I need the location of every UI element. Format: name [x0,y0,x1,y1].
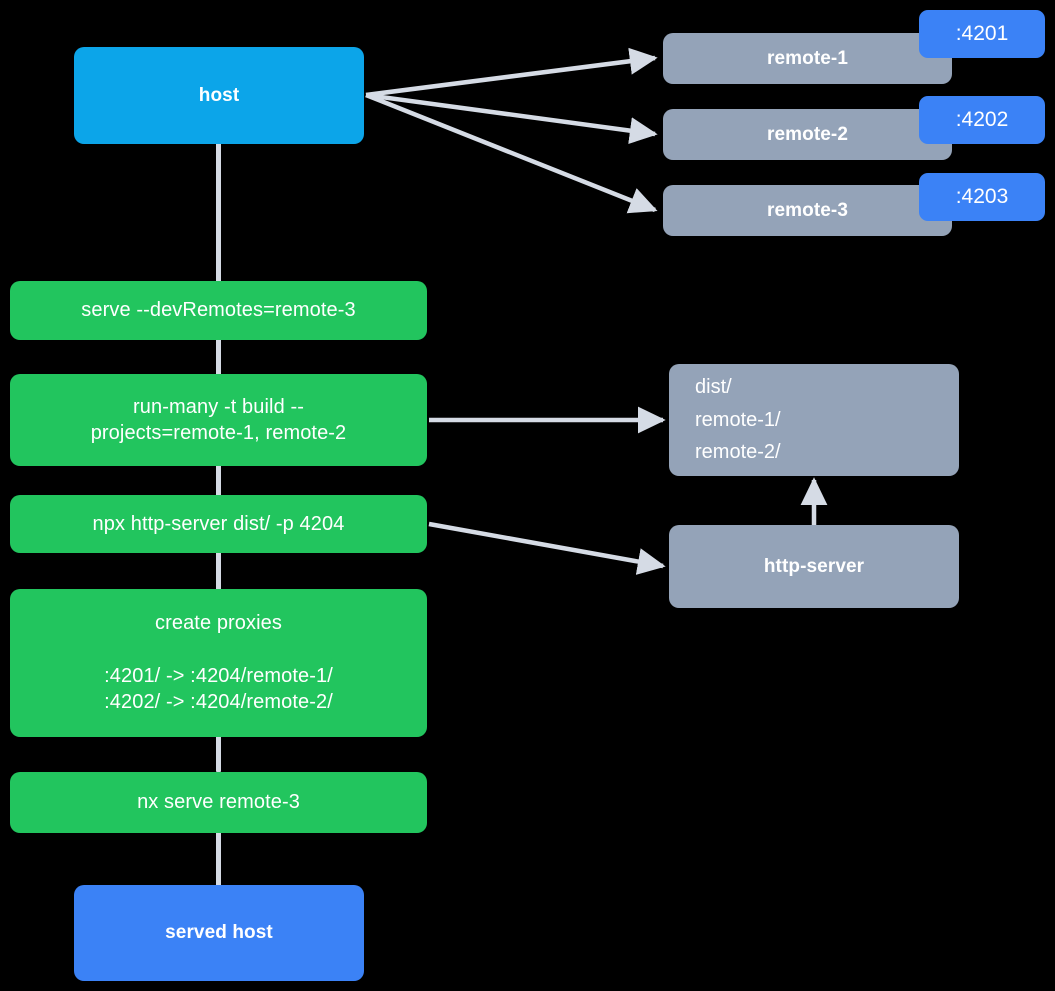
node-host-label: host [198,84,240,106]
node-remote-3-label: remote-3 [766,199,849,221]
node-command-run-many-build[interactable]: run-many -t build -- projects=remote-1, … [10,374,427,466]
node-dist-folder-label: dist/ remote-1/ remote-2/ [695,376,781,464]
connector-serve-to-runmany [216,339,221,375]
connector-host-to-serve [216,143,221,283]
node-command-nx-serve-remote3-label: nx serve remote-3 [137,791,300,814]
connector-npx-to-proxies [216,552,221,590]
node-command-npx-http-server[interactable]: npx http-server dist/ -p 4204 [10,495,427,553]
node-command-create-proxies[interactable]: create proxies :4201/ -> :4204/remote-1/… [10,589,427,737]
port-badge-remote-3[interactable]: :4203 [919,173,1045,221]
node-command-serve-devremotes[interactable]: serve --devRemotes=remote-3 [10,281,427,340]
node-command-run-many-build-label: run-many -t build -- projects=remote-1, … [90,395,347,444]
node-http-server-label: http-server [763,555,865,577]
node-served-host-label: served host [165,922,273,944]
node-remote-2-label: remote-2 [766,123,849,145]
edge-npx-to-httpserver [428,521,666,575]
node-host[interactable]: host [74,47,364,144]
port-badge-remote-3-label: :4203 [955,185,1009,209]
node-command-serve-devremotes-label: serve --devRemotes=remote-3 [81,299,356,322]
node-http-server[interactable]: http-server [669,525,959,608]
node-dist-folder[interactable]: dist/ remote-1/ remote-2/ [669,364,959,476]
port-badge-remote-1-label: :4201 [955,22,1009,46]
edge-host-to-remote-2 [365,92,658,145]
connector-proxies-to-nxserve [216,736,221,772]
node-command-create-proxies-label: create proxies :4201/ -> :4204/remote-1/… [104,612,333,714]
edge-host-to-remote-3 [365,92,658,214]
edge-host-to-remote-1 [365,47,658,98]
node-served-host[interactable]: served host [74,885,364,981]
node-remote-1[interactable]: remote-1 [663,33,952,84]
port-badge-remote-1[interactable]: :4201 [919,10,1045,58]
node-command-npx-http-server-label: npx http-server dist/ -p 4204 [92,512,345,535]
node-command-nx-serve-remote3[interactable]: nx serve remote-3 [10,772,427,833]
port-badge-remote-2[interactable]: :4202 [919,96,1045,144]
node-remote-3[interactable]: remote-3 [663,185,952,236]
connector-runmany-to-npx [216,465,221,496]
node-remote-2[interactable]: remote-2 [663,109,952,160]
port-badge-remote-2-label: :4202 [955,108,1009,132]
node-remote-1-label: remote-1 [766,47,849,69]
connector-nxserve-to-servedhost [216,832,221,886]
